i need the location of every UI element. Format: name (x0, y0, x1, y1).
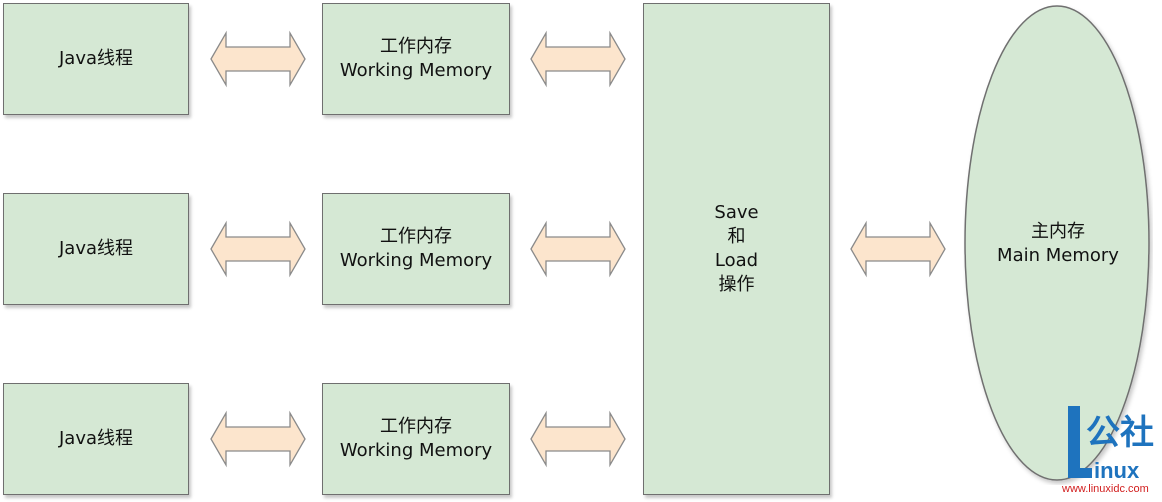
working-memory-en-label: Working Memory (339, 440, 493, 461)
svg-text:公社: 公社 (1086, 413, 1154, 453)
load-label: Load (714, 250, 759, 271)
java-thread-box: Java线程 (3, 383, 189, 495)
operation-label: 操作 (718, 274, 755, 295)
working-memory-cn-label: 工作内存 (380, 36, 452, 57)
bidirectional-arrow (530, 30, 626, 88)
working-memory-en-label: Working Memory (339, 250, 493, 271)
and-label: 和 (727, 226, 746, 247)
working-memory-cn-label: 工作内存 (380, 226, 452, 247)
bidirectional-arrow (210, 220, 306, 278)
svg-text:inux: inux (1094, 458, 1140, 483)
working-memory-box: 工作内存 Working Memory (322, 3, 510, 115)
java-thread-label: Java线程 (58, 428, 134, 449)
java-thread-box: Java线程 (3, 3, 189, 115)
bidirectional-arrow (210, 410, 306, 468)
save-load-box: Save 和 Load 操作 (643, 3, 830, 495)
bidirectional-arrow (210, 30, 306, 88)
working-memory-box: 工作内存 Working Memory (322, 383, 510, 495)
java-thread-box: Java线程 (3, 193, 189, 305)
java-thread-label: Java线程 (58, 238, 134, 259)
java-thread-label: Java线程 (58, 48, 134, 69)
bidirectional-arrow (850, 220, 946, 278)
working-memory-cn-label: 工作内存 (380, 416, 452, 437)
bidirectional-arrow (530, 410, 626, 468)
save-label: Save (714, 202, 759, 223)
working-memory-box: 工作内存 Working Memory (322, 193, 510, 305)
main-memory-ellipse (964, 5, 1150, 481)
working-memory-en-label: Working Memory (339, 60, 493, 81)
linuxidc-logo: 公社 inux (1068, 406, 1154, 483)
watermark-url: www.linuxidc.com (1062, 483, 1149, 495)
bidirectional-arrow (530, 220, 626, 278)
